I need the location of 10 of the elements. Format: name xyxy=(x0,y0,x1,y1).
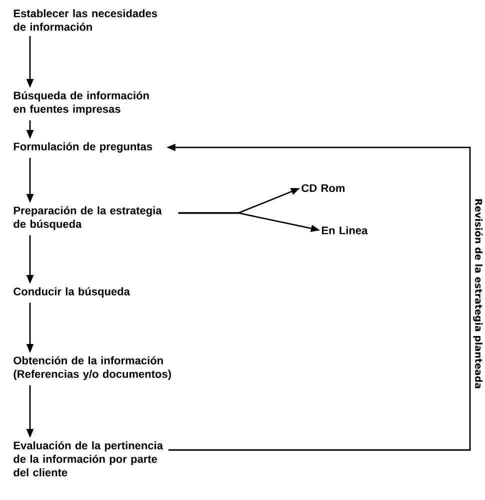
step-text: Evaluación de la pertinencia de la información por parte del cliente xyxy=(14,441,164,476)
step-text: CD Rom xyxy=(302,184,344,192)
step-text: Búsqueda de información en fuentes impresas xyxy=(14,91,149,116)
edge-label: Revisión de la estrategia planteada xyxy=(473,199,483,388)
step-text: Preparación de la estrategia de búsqueda xyxy=(14,206,162,230)
step-text: Obtención de la información (Referencias y/o documentos) xyxy=(14,356,171,380)
step-text: Establecer las necesidades de información xyxy=(14,9,158,31)
step-text: Conducir la búsqueda xyxy=(14,287,130,298)
step-text: Formulación de preguntas xyxy=(14,142,152,153)
step-text: En Linea xyxy=(322,226,368,234)
